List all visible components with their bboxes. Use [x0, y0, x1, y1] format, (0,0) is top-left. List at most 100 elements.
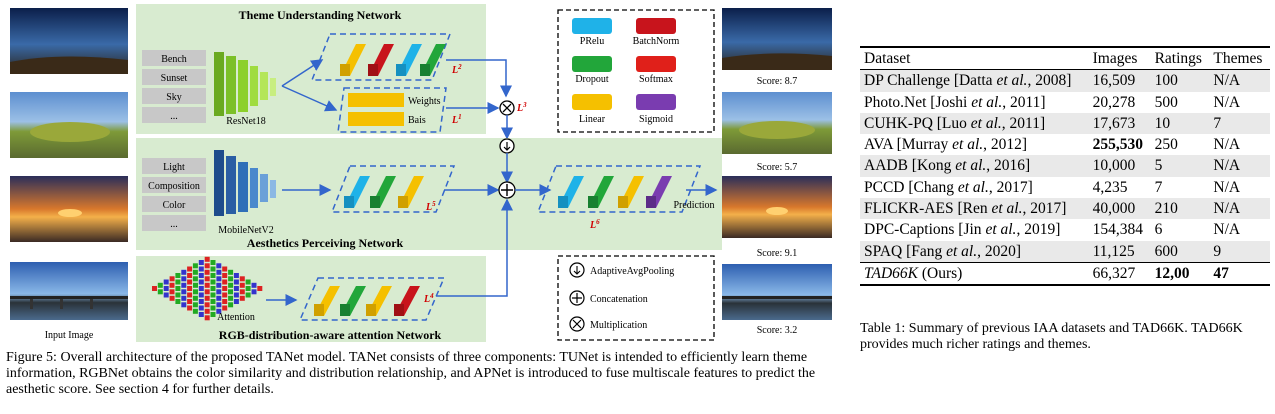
- attention-cell: [175, 273, 181, 278]
- input-photo-4: [10, 262, 128, 320]
- weights-bar: [348, 93, 404, 107]
- svg-text:AdaptiveAvgPooling: AdaptiveAvgPooling: [590, 266, 674, 277]
- attention-cell: [204, 263, 210, 269]
- l6-label: L6: [589, 218, 600, 231]
- attention-cell: [187, 279, 193, 285]
- cell-ratings: 12,00: [1150, 262, 1210, 286]
- attention-cell: [204, 276, 210, 282]
- cell-dataset: AVA [Murray et al., 2012]: [864, 136, 1028, 154]
- attention-cell: [210, 312, 216, 317]
- attention-cell: [222, 286, 228, 291]
- attention-cell: [239, 289, 245, 295]
- aesthetic-label: Composition: [148, 181, 200, 192]
- attention-cell: [204, 308, 210, 314]
- attention-cell: [204, 282, 210, 288]
- svg-text:Concatenation: Concatenation: [590, 294, 648, 305]
- theme-label: ...: [170, 111, 178, 122]
- attention-cell: [181, 289, 187, 295]
- attention-cell: [233, 273, 239, 278]
- output-photo-1: [722, 8, 832, 70]
- cell-themes: 9: [1209, 240, 1270, 263]
- l4-dashed-box: [298, 277, 446, 321]
- attention-cell: [198, 286, 204, 291]
- attention-cell: [245, 286, 251, 291]
- attention-cell: [198, 299, 204, 304]
- resnet-block: [214, 52, 276, 116]
- attention-cell: [216, 282, 222, 288]
- attention-cell: [187, 266, 193, 272]
- attention-cell: [193, 289, 198, 295]
- attention-cell: [251, 282, 257, 288]
- attention-cell: [175, 292, 181, 298]
- legend-linear: Linear: [572, 94, 612, 125]
- attention-cell: [204, 289, 210, 295]
- svg-text:Softmax: Softmax: [639, 74, 673, 85]
- legend-batchnorm: BatchNorm: [633, 18, 680, 47]
- aesthetic-labels: Light Composition Color ...: [142, 158, 206, 231]
- attention-cell: [192, 308, 198, 314]
- col-header-themes: Themes: [1213, 50, 1263, 67]
- cell-images: 255,530: [1092, 136, 1143, 154]
- l4-label: L4: [423, 292, 434, 305]
- cell-themes: 7: [1209, 112, 1270, 135]
- attention-cell: [198, 266, 204, 272]
- score-label: Score: 3.2: [757, 325, 798, 336]
- attention-cell: [193, 282, 198, 288]
- legend-softmax: Softmax: [636, 56, 676, 85]
- mobilenet-label: MobileNetV2: [218, 225, 274, 236]
- attention-cell: [216, 302, 222, 308]
- attention-cell: [163, 292, 169, 298]
- attention-cell: [245, 292, 251, 298]
- attention-cell: [228, 269, 234, 275]
- theme-label: Sunset: [161, 73, 188, 84]
- cell-dataset: AADB [Kong et al., 2016]: [860, 155, 1089, 177]
- mobilenet-block: [214, 150, 276, 216]
- prediction-label: Prediction: [673, 200, 714, 211]
- cell-images: 11,125: [1088, 240, 1151, 263]
- rgb-network-title: RGB-distribution-aware attention Network: [219, 328, 442, 342]
- cell-ratings: 500: [1154, 93, 1178, 111]
- output-photo-2: [722, 92, 832, 154]
- output-photo-3: [722, 176, 832, 238]
- attention-cell: [210, 286, 216, 291]
- theme-label: Bench: [161, 54, 187, 65]
- cell-ratings: 10: [1150, 112, 1210, 135]
- attention-cell: [198, 260, 204, 265]
- l5-dashed-box: [330, 165, 456, 213]
- attention-cell: [198, 279, 204, 285]
- attention-cell: [181, 302, 187, 308]
- cell-dataset: PCCD [Chang et al., 2017]: [864, 178, 1033, 196]
- attention-cell: [245, 279, 251, 285]
- attention-cell: [181, 276, 187, 282]
- score-label: Score: 9.1: [757, 248, 798, 259]
- attention-cell: [187, 299, 193, 304]
- attention-cell: [169, 289, 175, 295]
- attention-cell: [204, 295, 210, 301]
- input-photo-2: [10, 92, 128, 158]
- cell-ratings: 7: [1154, 178, 1163, 196]
- cell-images: 20,278: [1092, 93, 1136, 111]
- cell-dataset: DPC-Captions [Jin et al., 2019]: [864, 221, 1061, 239]
- attention-cell: [181, 269, 187, 275]
- attention-cell: [181, 295, 187, 301]
- col-header-dataset: Dataset: [864, 50, 911, 67]
- attention-cell: [210, 273, 216, 278]
- attention-cell: [187, 292, 193, 298]
- attention-grid: [152, 256, 263, 321]
- cell-ratings: 600: [1150, 240, 1210, 263]
- svg-text:Dropout: Dropout: [575, 74, 609, 85]
- cell-ratings: 210: [1150, 198, 1210, 220]
- cell-dataset: FLICKR-AES [Ren et al., 2017]: [860, 198, 1089, 220]
- attention-cell: [210, 292, 216, 298]
- bais-bar: [348, 112, 404, 126]
- cell-themes: N/A: [1213, 136, 1241, 154]
- attention-cell: [198, 305, 204, 311]
- attention-cell: [216, 276, 222, 282]
- attention-cell: [198, 292, 204, 298]
- bais-label: Bais: [408, 115, 426, 126]
